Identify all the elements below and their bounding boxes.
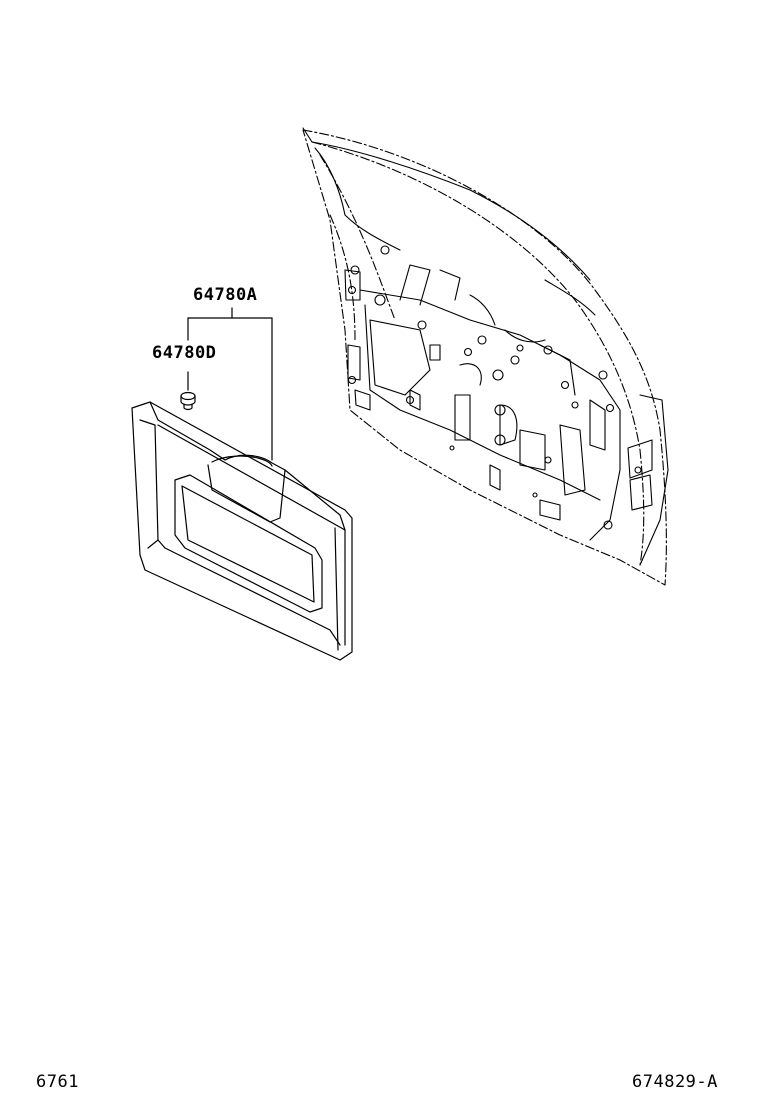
footer-right-code: 674829-A [632,1072,718,1092]
door-holes [347,245,642,530]
leader-lines [187,307,273,461]
trim-board [131,401,353,661]
callout-label-trim-board: 64780A [193,285,258,305]
door-top-frame [302,127,669,566]
footer-left-code: 6761 [36,1072,79,1092]
door-inner-structure [344,264,621,541]
clip-part [180,391,196,411]
callout-label-clip: 64780D [152,343,217,363]
